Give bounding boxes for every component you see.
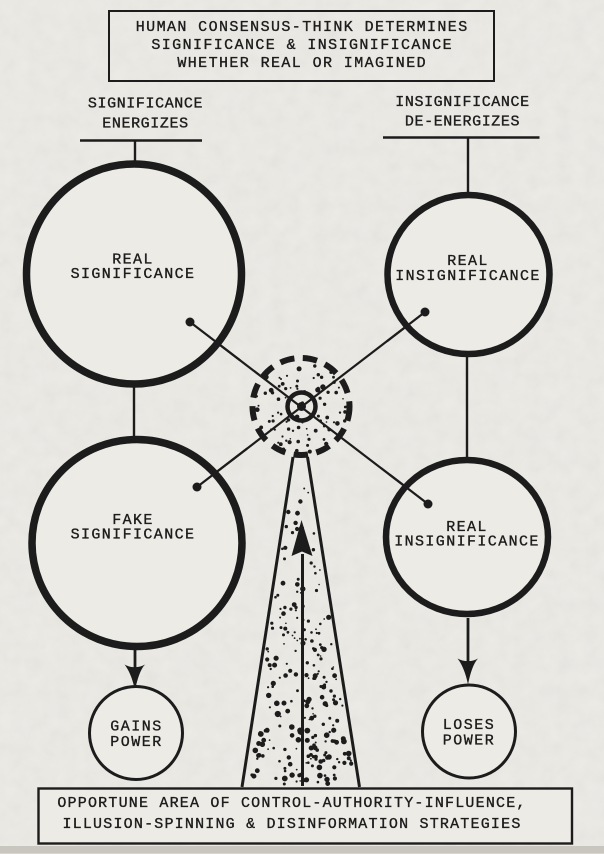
svg-text:LOSES: LOSES: [443, 717, 496, 734]
svg-text:DE-ENERGIZES: DE-ENERGIZES: [405, 114, 520, 131]
svg-text:SIGNIFICANCE & INSIGNIFICANCE: SIGNIFICANCE & INSIGNIFICANCE: [151, 37, 453, 54]
svg-text:FAKE: FAKE: [112, 512, 154, 529]
svg-text:SIGNIFICANCE: SIGNIFICANCE: [71, 266, 196, 283]
svg-text:REAL: REAL: [112, 252, 154, 269]
svg-text:ILLUSION-SPINNING & DISINFORMA: ILLUSION-SPINNING & DISINFORMATION STRAT…: [62, 816, 521, 833]
svg-text:GAINS: GAINS: [110, 719, 163, 736]
svg-text:POWER: POWER: [443, 733, 496, 750]
svg-text:HUMAN CONSENSUS-THINK DETERMIN: HUMAN CONSENSUS-THINK DETERMINES: [136, 19, 469, 36]
svg-text:SIGNIFICANCE: SIGNIFICANCE: [71, 527, 196, 544]
svg-text:WHETHER REAL OR IMAGINED: WHETHER REAL OR IMAGINED: [177, 55, 427, 72]
svg-text:INSIGNIFICANCE: INSIGNIFICANCE: [395, 94, 529, 111]
svg-text:INSIGNIFICANCE: INSIGNIFICANCE: [395, 268, 541, 285]
svg-text:REAL: REAL: [447, 253, 489, 270]
svg-text:REAL: REAL: [446, 519, 488, 536]
svg-text:ENERGIZES: ENERGIZES: [102, 116, 188, 133]
svg-text:INSIGNIFICANCE: INSIGNIFICANCE: [394, 534, 540, 551]
svg-text:POWER: POWER: [110, 734, 163, 751]
svg-text:OPPORTUNE AREA OF CONTROL-AUTH: OPPORTUNE AREA OF CONTROL-AUTHORITY-INFL…: [57, 795, 526, 812]
svg-text:SIGNIFICANCE: SIGNIFICANCE: [88, 96, 203, 113]
